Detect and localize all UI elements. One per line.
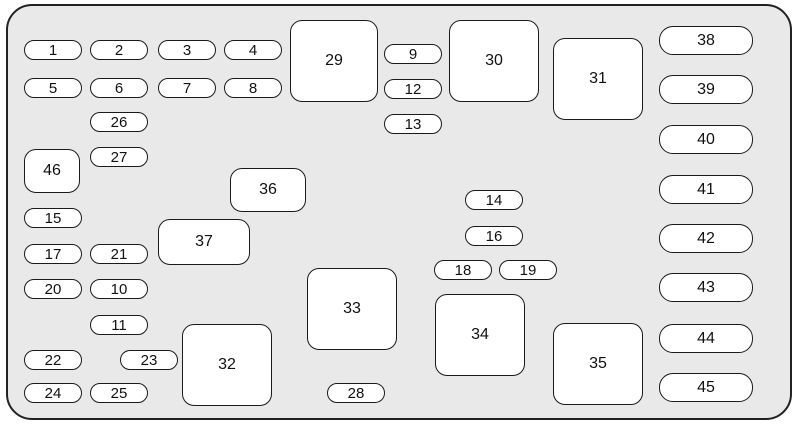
fuse-15: 15 — [24, 208, 82, 228]
fuse-16: 16 — [465, 226, 523, 246]
relay-33: 33 — [307, 268, 397, 350]
fuse-10: 10 — [90, 279, 148, 299]
relay-32: 32 — [182, 324, 272, 406]
fuse-6: 6 — [90, 78, 148, 98]
fuse-23: 23 — [120, 350, 178, 370]
fuse-5: 5 — [24, 78, 82, 98]
fuse-42: 42 — [659, 224, 753, 253]
fuse-27: 27 — [90, 147, 148, 167]
fuse-9: 9 — [384, 44, 442, 64]
fuse-41: 41 — [659, 175, 753, 204]
fuse-1: 1 — [24, 40, 82, 60]
fuse-14: 14 — [465, 190, 523, 210]
fuse-2: 2 — [90, 40, 148, 60]
fuse-24: 24 — [24, 383, 82, 403]
fuse-11: 11 — [90, 315, 148, 335]
relay-36: 36 — [230, 168, 306, 212]
fuse-box-panel: 1 2 3 4 5 6 7 8 26 27 46 15 17 21 20 10 … — [6, 4, 792, 420]
fuse-12: 12 — [384, 79, 442, 99]
fuse-4: 4 — [224, 40, 282, 60]
fuse-45: 45 — [659, 373, 753, 402]
fuse-39: 39 — [659, 75, 753, 104]
fuse-22: 22 — [24, 350, 82, 370]
fuse-17: 17 — [24, 244, 82, 264]
fuse-38: 38 — [659, 26, 753, 55]
fuse-26: 26 — [90, 112, 148, 132]
fuse-28: 28 — [327, 383, 385, 403]
fuse-40: 40 — [659, 125, 753, 154]
fuse-19: 19 — [499, 260, 557, 280]
relay-37: 37 — [158, 219, 250, 265]
relay-46: 46 — [24, 149, 80, 193]
fuse-25: 25 — [90, 383, 148, 403]
fuse-7: 7 — [158, 78, 216, 98]
relay-35: 35 — [553, 323, 643, 405]
fuse-20: 20 — [24, 279, 82, 299]
relay-34: 34 — [435, 294, 525, 376]
fuse-18: 18 — [434, 260, 492, 280]
fuse-13: 13 — [384, 114, 442, 134]
relay-29: 29 — [290, 20, 378, 102]
fuse-3: 3 — [158, 40, 216, 60]
fuse-21: 21 — [90, 244, 148, 264]
fuse-43: 43 — [659, 273, 753, 302]
fuse-44: 44 — [659, 324, 753, 353]
relay-31: 31 — [553, 38, 643, 120]
relay-30: 30 — [449, 20, 539, 102]
fuse-8: 8 — [224, 78, 282, 98]
